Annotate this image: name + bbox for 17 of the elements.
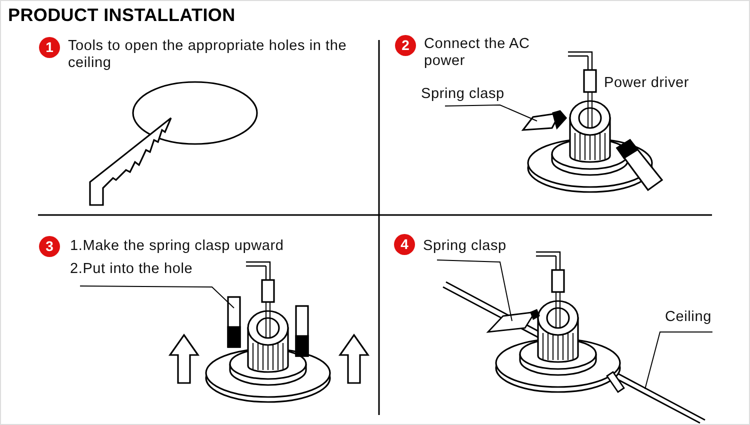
step-number: 1 bbox=[39, 37, 60, 58]
leader-line bbox=[644, 332, 713, 390]
instruction-text: 2.Put into the hole bbox=[70, 261, 193, 278]
part-label: Ceiling bbox=[665, 309, 712, 326]
part-label: Spring clasp bbox=[421, 86, 504, 103]
step-number: 2 bbox=[395, 35, 416, 56]
part-label: Spring clasp bbox=[423, 238, 506, 255]
leader-line bbox=[444, 104, 538, 122]
title: PRODUCT INSTALLATION bbox=[8, 5, 236, 26]
instruction-text: Tools to open the appropriate holes in the ceiling bbox=[68, 38, 348, 72]
instruction-text: 1.Make the spring clasp upward bbox=[70, 238, 285, 255]
step-number: 3 bbox=[39, 236, 60, 257]
instruction-text: Connect the AC power bbox=[424, 36, 531, 70]
leader-line bbox=[80, 286, 234, 308]
leader-line bbox=[436, 260, 512, 322]
part-label: Power driver bbox=[604, 75, 690, 92]
step-number: 4 bbox=[394, 234, 415, 255]
